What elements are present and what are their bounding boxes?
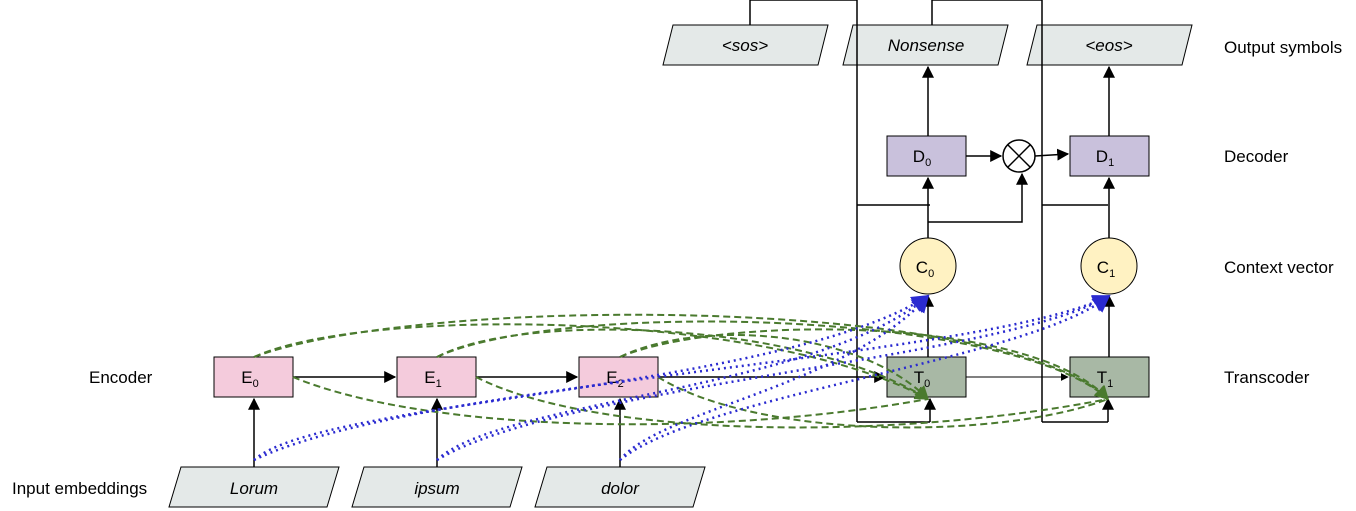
input-ipsum: ipsum bbox=[351, 466, 523, 508]
output-sos-text: <sos> bbox=[722, 36, 768, 55]
decoder-1 bbox=[1069, 135, 1150, 177]
encoder-1-letter: E bbox=[424, 368, 435, 387]
label-transcoder: Transcoder bbox=[1224, 368, 1310, 387]
encoders: E0 E1 E2 bbox=[213, 356, 659, 398]
green-curve-e2-low bbox=[657, 376, 1109, 429]
output-nonsense-text: Nonsense bbox=[888, 36, 965, 55]
transcoder-1 bbox=[1069, 356, 1150, 398]
arrow-c0-to-multiply bbox=[928, 172, 1028, 223]
transcoder-0-index: 0 bbox=[924, 378, 930, 390]
blue-curve-ipsum-c1 bbox=[436, 294, 1111, 462]
svg-text:E0: E0 bbox=[241, 368, 258, 390]
encoder-2-letter: E bbox=[606, 368, 617, 387]
green-curve-e1-low bbox=[475, 376, 1109, 429]
transcoder-0-letter: T bbox=[914, 368, 924, 387]
input-ipsum-text: ipsum bbox=[414, 479, 459, 498]
label-decoder: Decoder bbox=[1224, 147, 1289, 166]
attention-green-curves bbox=[253, 313, 1110, 429]
blue-curve-lorum-c1 bbox=[253, 294, 1111, 462]
context-1-index: 1 bbox=[1109, 268, 1115, 280]
decoder-0-index: 0 bbox=[925, 157, 931, 169]
input-dolor-text: dolor bbox=[601, 479, 640, 498]
svg-text:D0: D0 bbox=[913, 147, 931, 169]
label-encoder: Encoder bbox=[89, 368, 153, 387]
feedback-line-nonsense bbox=[931, 0, 1043, 422]
arrow-multiply-to-d1 bbox=[1034, 148, 1070, 161]
blue-curve-lorum-c0 bbox=[253, 294, 930, 461]
encoder-0-index: 0 bbox=[253, 378, 259, 390]
green-curve-e0-t0 bbox=[253, 323, 930, 400]
green-curve-e1-t0 bbox=[436, 328, 930, 400]
svg-text:D1: D1 bbox=[1096, 147, 1114, 169]
context-1-letter: C bbox=[1097, 258, 1109, 277]
encoder-1-index: 1 bbox=[436, 378, 442, 390]
svg-text:E1: E1 bbox=[424, 368, 441, 390]
encoder-0-letter: E bbox=[241, 368, 252, 387]
feedback-lines bbox=[749, 0, 1108, 423]
svg-text:C0: C0 bbox=[916, 258, 934, 280]
context-0-letter: C bbox=[916, 258, 928, 277]
svg-text:E2: E2 bbox=[606, 368, 623, 390]
output-symbols: <sos> Nonsense <eos> bbox=[662, 24, 1193, 66]
output-nonsense: Nonsense bbox=[842, 24, 1009, 66]
feedback-line-sos bbox=[749, 0, 858, 422]
output-sos: <sos> bbox=[662, 24, 829, 66]
svg-text:T1: T1 bbox=[1097, 368, 1114, 390]
blue-curve-ipsum-c0 bbox=[436, 294, 930, 461]
label-context-vector: Context vector bbox=[1224, 258, 1334, 277]
output-eos: <eos> bbox=[1026, 24, 1193, 66]
input-embeddings: Lorum ipsum dolor bbox=[168, 466, 706, 508]
multiply-node bbox=[1002, 139, 1036, 173]
blue-curve-dolor-c0 bbox=[619, 294, 930, 461]
decoders: D0 D1 bbox=[886, 135, 1150, 177]
encoder-0 bbox=[213, 356, 294, 398]
decoder-1-index: 1 bbox=[1108, 157, 1114, 169]
encoder-2-index: 2 bbox=[618, 378, 624, 390]
context-0-index: 0 bbox=[928, 268, 934, 280]
green-curve-e0-low bbox=[292, 376, 929, 426]
green-curve-e2-t1 bbox=[619, 328, 1109, 401]
input-dolor: dolor bbox=[534, 466, 706, 508]
transcoder-1-index: 1 bbox=[1107, 378, 1113, 390]
decoder-0-letter: D bbox=[913, 147, 925, 166]
input-lorum: Lorum bbox=[168, 466, 340, 508]
attention-blue-curves bbox=[253, 294, 1111, 462]
context-vectors: C0 C1 bbox=[899, 237, 1138, 295]
green-curve-e1-t1 bbox=[436, 320, 1110, 400]
blue-curve-dolor-c1 bbox=[619, 294, 1111, 461]
svg-text:C1: C1 bbox=[1097, 258, 1115, 280]
label-output-symbols: Output symbols bbox=[1224, 38, 1342, 57]
green-curve-e0-t1 bbox=[253, 313, 1110, 400]
encoder-2 bbox=[578, 356, 659, 398]
svg-text:T0: T0 bbox=[914, 368, 931, 390]
transcoder-1-letter: T bbox=[1097, 368, 1107, 387]
decoder-1-letter: D bbox=[1096, 147, 1108, 166]
flow-arrows bbox=[248, 65, 1115, 467]
transcoders: T0 T1 bbox=[886, 356, 1150, 398]
decoder-0 bbox=[886, 135, 967, 177]
label-input-embeddings: Input embeddings bbox=[12, 479, 147, 498]
encoder-1 bbox=[396, 356, 477, 398]
output-eos-text: <eos> bbox=[1085, 36, 1132, 55]
row-labels: Output symbols Decoder Context vector Tr… bbox=[12, 38, 1342, 498]
green-curve-e2-t0 bbox=[619, 333, 929, 400]
input-lorum-text: Lorum bbox=[230, 479, 278, 498]
